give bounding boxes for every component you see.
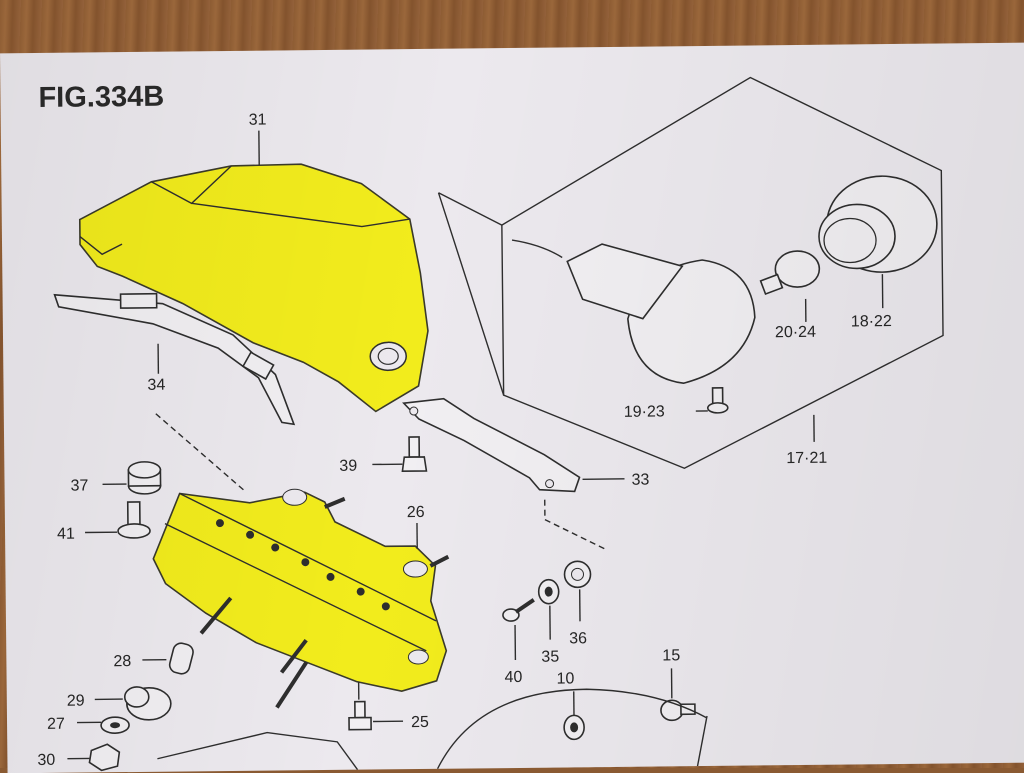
label-39: 39 [339,458,357,475]
damper-part-29 [125,687,171,720]
bolt-part-41 [118,502,150,538]
screw-part-40 [503,600,534,621]
label-27: 27 [47,716,65,733]
turn-signal-assembly-part-17-21 [437,76,944,471]
grommet-part-10 [564,715,584,739]
label-26: 26 [407,504,425,521]
label-17-21: 17·21 [786,450,827,467]
label-33: 33 [631,472,649,489]
label-28: 28 [113,653,131,670]
parts-diagram-card: FIG.334B 31 34 20·24 [0,43,1024,773]
reflector-strip-part-34 [55,292,294,426]
washer-part-35 [539,580,559,604]
spacer-part-36 [564,561,590,587]
label-29: 29 [67,693,85,710]
bolt-part-25 [349,702,371,730]
rear-cowl-part-31 [79,163,429,415]
grommet-part-37 [128,462,160,494]
bolt-part-39 [402,437,426,471]
label-36: 36 [569,630,587,647]
label-25: 25 [411,714,429,731]
label-40: 40 [505,669,523,686]
bolt-part-15 [661,700,695,720]
license-bracket-highlighted [153,488,450,709]
label-34: 34 [147,377,165,394]
label-20-24: 20·24 [775,324,816,341]
label-37: 37 [70,477,88,494]
label-19-23: 19·23 [624,403,665,420]
collar-part-28 [168,641,195,675]
nut-part-30 [89,744,119,770]
label-35: 35 [541,649,559,666]
washer-part-27 [101,717,129,733]
label-30: 30 [37,752,55,769]
label-15: 15 [662,647,680,664]
exploded-parts-diagram: FIG.334B 31 34 20·24 [0,43,1024,773]
label-41: 41 [57,526,75,543]
label-10: 10 [557,670,575,687]
figure-title: FIG.334B [38,81,164,114]
label-18-22: 18·22 [851,313,892,330]
stay-bracket-part-33 [404,397,580,493]
label-31: 31 [249,112,267,129]
